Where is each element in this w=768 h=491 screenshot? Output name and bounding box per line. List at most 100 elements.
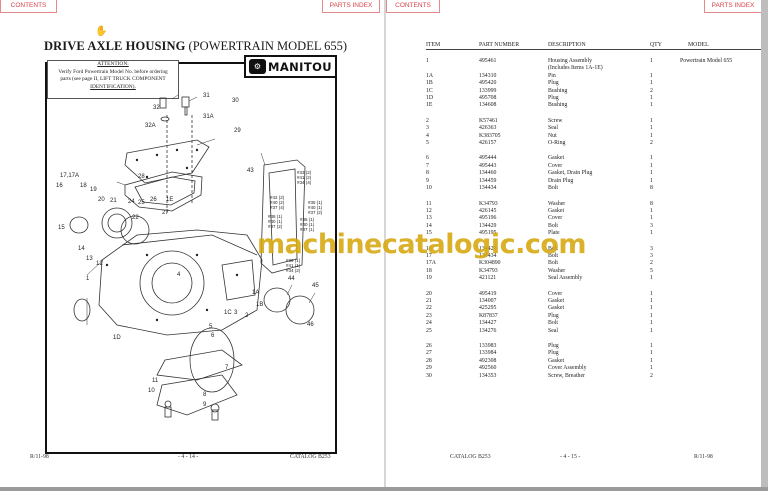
part-number-cell: 421121 — [479, 275, 497, 282]
watermark-text: machinecatalogic.com — [257, 229, 587, 260]
part-number-cell: 134429 — [479, 245, 497, 252]
description-cell: Gasket, Drain Plug — [548, 170, 593, 177]
item-number-cell: 1E — [426, 102, 433, 109]
callout-label: 43 — [247, 168, 254, 174]
callout-label: 16 — [56, 183, 63, 189]
part-number-cell: 495195 — [479, 230, 497, 237]
contents-button-left[interactable]: CONTENTS — [0, 0, 57, 13]
description-cell: Pin — [548, 72, 556, 79]
part-number-cell: 426157 — [479, 140, 497, 147]
part-number-cell: 133983 — [479, 343, 497, 349]
description-cell: Gasket — [548, 297, 565, 304]
quantity-cell: 3 — [650, 252, 653, 259]
attention-line: parts (see page II, LIFT TRUCK COMPONENT — [60, 76, 166, 83]
side-note: #40 (1) — [308, 205, 323, 210]
callout-label: 1B — [256, 302, 264, 308]
parts-table: ITEM PART NUMBER DESCRIPTION QTY MODEL 1… — [426, 40, 768, 380]
page-divider — [384, 0, 386, 487]
side-note: #37 (2) — [308, 210, 323, 215]
vertical-scrollbar[interactable] — [761, 0, 768, 491]
item-number-cell: 28 — [426, 357, 432, 364]
model-cell — [680, 230, 768, 237]
item-number-cell: 22 — [426, 305, 432, 312]
callout-label: 13 — [86, 256, 93, 262]
item-number-cell: 26 — [426, 343, 432, 349]
callout-label: 15 — [58, 225, 65, 231]
parts-index-button-right[interactable]: PARTS INDEX — [704, 0, 762, 13]
callout-label: 1A — [252, 290, 260, 296]
quantity-cell: 1 — [650, 357, 653, 364]
model-cell: Powertrain Model 655 — [680, 58, 733, 64]
model-cell — [680, 328, 768, 335]
side-note-group: #39 (1) #41 (1) #34 (2) — [286, 258, 300, 273]
item-number-cell: 1A — [426, 72, 434, 79]
callout-label: 7 — [225, 365, 229, 371]
quantity-cell: 1 — [650, 327, 653, 334]
quantity-cell: 1 — [650, 162, 653, 169]
side-note-group: #36 (1) #40 (1) #37 (1) — [300, 217, 314, 232]
parts-index-button-left[interactable]: PARTS INDEX — [322, 0, 380, 13]
callout-label: 25 — [138, 200, 145, 206]
column-header-model: MODEL — [680, 40, 768, 50]
table-header-row: ITEM PART NUMBER DESCRIPTION QTY MODEL — [426, 40, 768, 50]
part-number-cell: 492560 — [479, 365, 497, 372]
footer-catalog: CATALOG B253 — [290, 454, 331, 460]
model-cell — [680, 313, 768, 320]
description-cell: Bolt — [548, 320, 558, 327]
quantity-cell: 1 — [650, 125, 653, 132]
diagram-frame — [45, 62, 337, 454]
callout-label: 9 — [203, 402, 207, 408]
part-number-cell: 495461 — [479, 58, 497, 64]
item-number-cell: 5 — [426, 140, 429, 147]
description-cell: O-Ring — [548, 140, 566, 147]
callout-label: 6 — [211, 333, 215, 339]
contents-button-right[interactable]: CONTENTS — [386, 0, 440, 13]
part-number-cell: 134608 — [479, 102, 497, 109]
part-number-cell: K383705 — [479, 132, 501, 139]
quantity-cell: 1 — [650, 72, 653, 79]
callout-label: 21 — [110, 198, 117, 204]
part-number-cell: 134434 — [479, 185, 497, 192]
model-cell — [680, 246, 768, 253]
model-cell — [680, 343, 768, 350]
part-number-cell: 495420 — [479, 80, 497, 87]
horizontal-scrollbar[interactable] — [0, 487, 768, 491]
item-number-cell: 29 — [426, 365, 432, 372]
callout-label: 30 — [232, 98, 239, 104]
callout-label: 19 — [90, 187, 97, 193]
column-header-description: DESCRIPTION — [548, 40, 650, 50]
model-cell — [680, 208, 768, 215]
description-cell: Cover — [548, 290, 563, 297]
callout-label: 32 — [153, 105, 160, 111]
model-cell — [680, 73, 768, 80]
column-header-part-number: PART NUMBER — [479, 40, 548, 50]
model-cell — [680, 298, 768, 305]
quantity-cell: 1 — [650, 230, 653, 237]
quantity-cell: 1 — [650, 320, 653, 327]
model-cell — [680, 65, 768, 72]
side-note: #34 (4) — [297, 180, 312, 185]
item-number-cell: 27 — [426, 350, 432, 357]
quantity-cell: 8 — [650, 200, 653, 207]
item-number-cell: 15 — [426, 230, 432, 237]
part-number-cell: 495196 — [479, 215, 497, 222]
quantity-cell: 1 — [650, 365, 653, 372]
item-number-cell: 4 — [426, 132, 429, 139]
callout-label: 29 — [234, 128, 241, 134]
quantity-cell: 1 — [650, 297, 653, 304]
side-note: #37 (4) — [270, 205, 285, 210]
side-note: #34 (2) — [286, 268, 301, 273]
model-cell — [680, 305, 768, 312]
item-number-cell: 18 — [426, 267, 432, 274]
